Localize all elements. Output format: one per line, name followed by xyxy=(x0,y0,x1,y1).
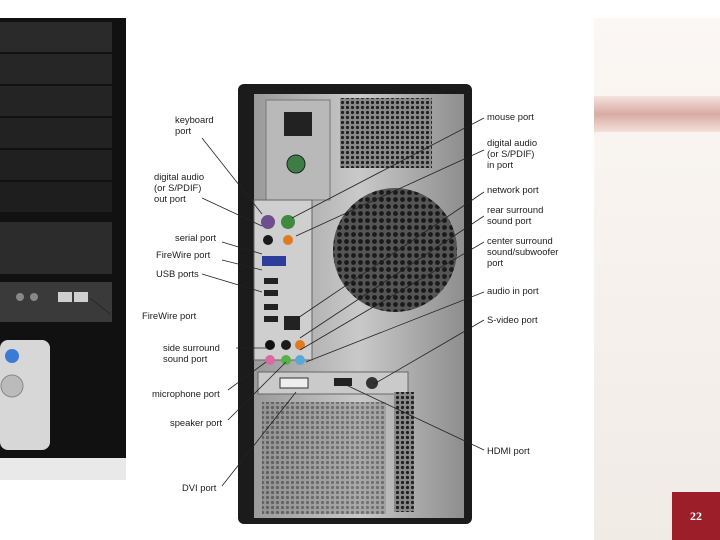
audio-in-port-label: audio in port xyxy=(487,286,539,297)
network-port-label: network port xyxy=(487,185,539,196)
top-strip xyxy=(0,0,720,18)
computer-ports-photo xyxy=(0,18,594,540)
serial-port-label: serial port xyxy=(175,233,216,244)
speaker-port-label: speaker port xyxy=(170,418,222,429)
firewire-front-port-label: FireWire port xyxy=(142,311,196,322)
usb-ports-label: USB ports xyxy=(156,269,199,280)
s-video-port-label: S-video port xyxy=(487,315,538,326)
decorative-band xyxy=(594,96,720,132)
center-surround-port-label: center surround sound/subwoofer port xyxy=(487,236,558,268)
hdmi-port-label: HDMI port xyxy=(487,446,530,457)
microphone-port-label: microphone port xyxy=(152,389,220,400)
tower-back xyxy=(238,84,472,524)
dvi-port-label: DVI port xyxy=(182,483,216,494)
rear-surround-port-label: rear surround sound port xyxy=(487,205,543,227)
keyboard-port-label: keyboard port xyxy=(175,115,214,137)
tower-front xyxy=(0,18,126,480)
digital-audio-out-port-label: digital audio (or S/PDIF) out port xyxy=(154,172,204,204)
digital-audio-in-port-label: digital audio (or S/PDIF) in port xyxy=(487,138,537,170)
side-surround-port-label: side surround sound port xyxy=(163,343,220,365)
page-number: 22 xyxy=(672,492,720,540)
firewire-port-label: FireWire port xyxy=(156,250,210,261)
mouse-port-label: mouse port xyxy=(487,112,534,123)
